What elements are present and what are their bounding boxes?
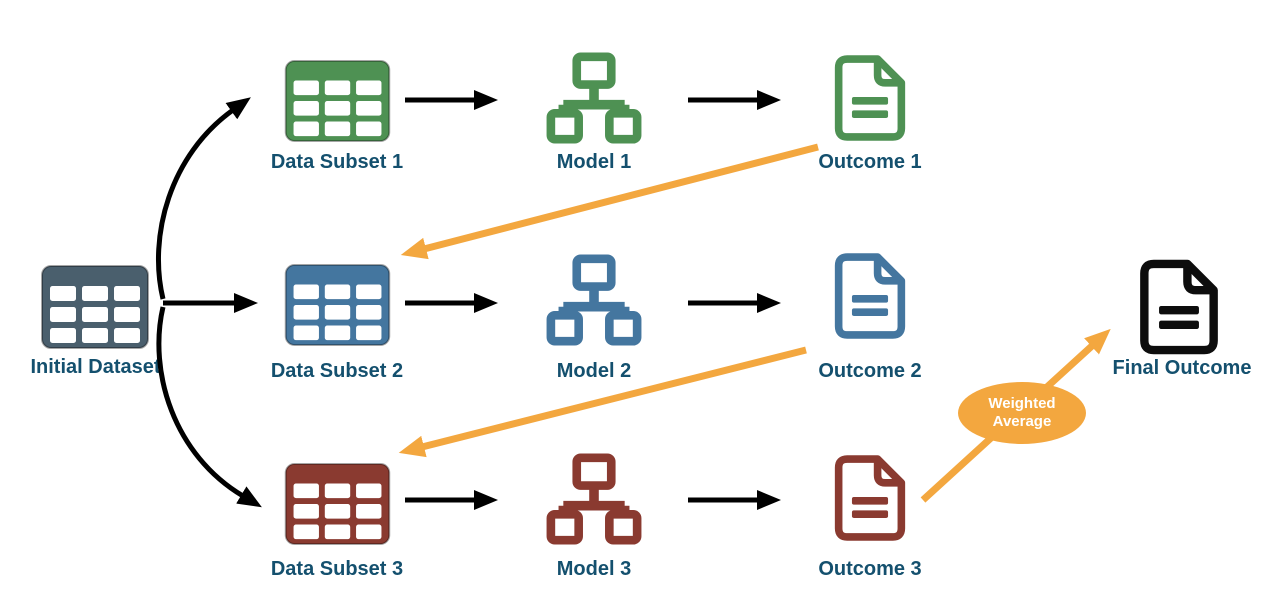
data-subset-1-node xyxy=(283,59,392,143)
table-icon xyxy=(283,462,392,546)
model-tree-icon xyxy=(545,453,643,545)
table-icon xyxy=(40,264,150,350)
data-subset-2-label: Data Subset 2 xyxy=(270,360,404,382)
weighted-average-label-line2: Average xyxy=(992,413,1052,430)
model-2-node xyxy=(545,254,643,346)
initial-dataset-label: Initial Dataset xyxy=(30,356,161,378)
model-tree-icon xyxy=(545,254,643,346)
weighted-average-badge: Weighted Average xyxy=(958,382,1086,444)
outcome-1-node xyxy=(832,54,908,142)
model-1-label: Model 1 xyxy=(556,151,632,173)
weighted-average-label-line1: Weighted xyxy=(988,395,1056,412)
outcome-3-node xyxy=(832,454,908,542)
document-icon xyxy=(832,252,908,340)
model-1-node xyxy=(545,52,643,144)
final-outcome-node xyxy=(1137,257,1221,357)
final-document-icon xyxy=(1137,257,1221,357)
data-subset-3-node xyxy=(283,462,392,546)
outcome-2-label: Outcome 2 xyxy=(818,360,922,382)
document-icon xyxy=(832,54,908,142)
final-outcome-label: Final Outcome xyxy=(1112,357,1252,379)
data-subset-1-label: Data Subset 1 xyxy=(270,151,404,173)
arrow-initial-to-subset1 xyxy=(155,97,251,300)
table-icon xyxy=(283,59,392,143)
model-tree-icon xyxy=(545,52,643,144)
arrow-initial-to-subset3 xyxy=(156,306,262,508)
data-subset-3-label: Data Subset 3 xyxy=(270,558,404,580)
model-2-label: Model 2 xyxy=(556,360,632,382)
outcome-3-label: Outcome 3 xyxy=(818,558,922,580)
model-3-label: Model 3 xyxy=(556,558,632,580)
model-3-node xyxy=(545,453,643,545)
document-icon xyxy=(832,454,908,542)
initial-dataset-node xyxy=(40,264,150,350)
outcome-1-label: Outcome 1 xyxy=(818,151,922,173)
table-icon xyxy=(283,263,392,347)
data-subset-2-node xyxy=(283,263,392,347)
outcome-2-node xyxy=(832,252,908,340)
